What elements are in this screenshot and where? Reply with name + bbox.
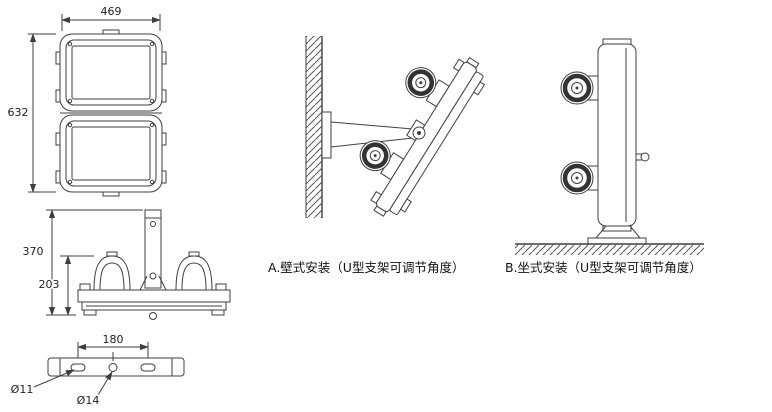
dim-width: 469 <box>61 4 161 31</box>
standing-fixture <box>560 38 650 245</box>
dim-203: 203 <box>37 255 94 316</box>
wall-mount-caption: A.壁式安装（U型支架可调节角度） <box>268 260 464 275</box>
tilted-fixture <box>359 56 486 217</box>
slot-hole-right <box>140 363 156 372</box>
hook-eye <box>640 152 650 162</box>
hole-callouts: Ø11 Ø14 <box>9 369 113 409</box>
dim-height-label: 632 <box>8 106 29 119</box>
ground-hatch <box>515 244 704 255</box>
u-bracket-legs <box>595 225 641 239</box>
center-hole <box>108 363 118 372</box>
wall-bracket-plate <box>321 111 332 159</box>
dim-203-label: 203 <box>39 278 60 291</box>
dim-width-label: 469 <box>101 5 122 18</box>
lamp-domes <box>93 251 213 291</box>
hook-eye <box>149 312 157 320</box>
top-tab <box>102 29 120 35</box>
wall-mount-view: A.壁式安装（U型支架可调节角度） <box>268 36 486 275</box>
dia-14-label: Ø14 <box>77 394 100 407</box>
side-view: 370 203 <box>21 209 231 320</box>
front-view: 469 632 <box>6 4 167 197</box>
mounting-pole <box>139 209 167 291</box>
wall-hatch <box>306 36 322 218</box>
module-1-lens <box>71 45 151 100</box>
base-plate <box>587 237 647 245</box>
bottom-tab <box>102 191 120 197</box>
mounting-plate-view: 180 Ø11 Ø14 <box>9 332 185 409</box>
base-mount-view: B.坐式安装（U型支架可调节角度） <box>505 38 704 275</box>
dim-180: 180 <box>77 332 149 362</box>
lamp-back-1 <box>560 71 594 105</box>
lamp-back-1 <box>359 140 391 172</box>
dim-height: 632 <box>6 33 56 193</box>
front-view-body <box>55 29 167 197</box>
slot-hole-left <box>70 363 86 372</box>
lamp-back-2 <box>560 161 594 195</box>
mounting-plate <box>47 352 185 377</box>
module-2-lens <box>71 126 151 181</box>
dia-11-label: Ø11 <box>11 383 34 396</box>
dim-370-label: 370 <box>23 245 44 258</box>
lamp-back-2 <box>405 67 437 99</box>
dim-180-label: 180 <box>103 333 124 346</box>
base-mount-caption: B.坐式安装（U型支架可调节角度） <box>505 260 702 275</box>
side-view-housing <box>77 283 231 320</box>
